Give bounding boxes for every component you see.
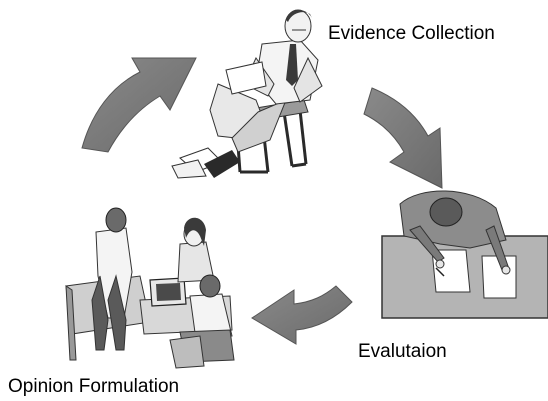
evaluation-illustration	[381, 190, 548, 319]
stage-label-evidence-collection: Evidence Collection	[328, 23, 495, 44]
opinion-formulation-illustration	[65, 207, 235, 369]
arrow-up-right	[81, 57, 197, 153]
arrow-down-right	[363, 87, 443, 189]
arrow-left	[251, 285, 353, 345]
stage-label-evaluation: Evalutaion	[358, 341, 447, 362]
evidence-collection-illustration	[171, 9, 323, 179]
stage-label-opinion-formulation: Opinion Formulation	[8, 376, 180, 397]
